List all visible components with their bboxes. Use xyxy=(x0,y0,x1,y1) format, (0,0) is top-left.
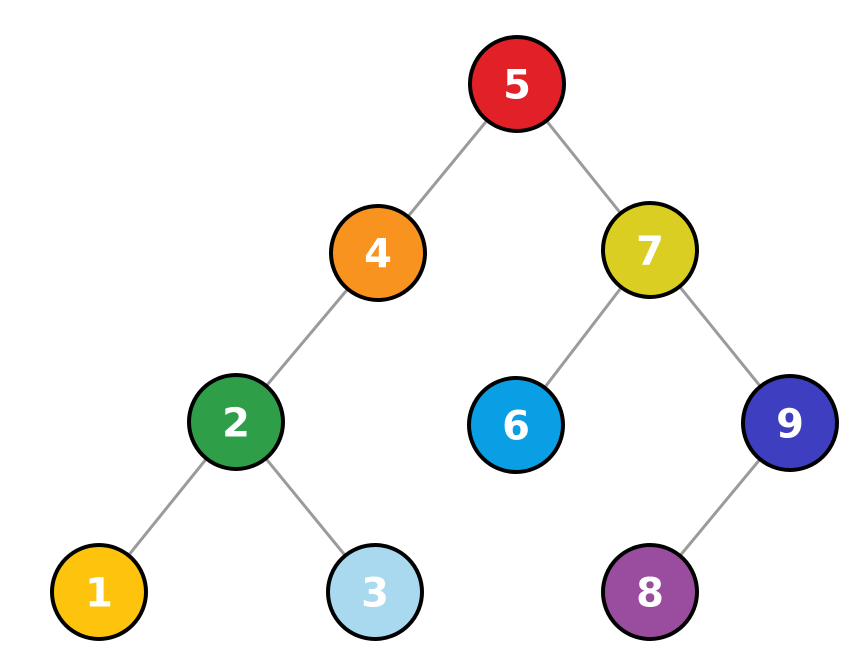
node-label-1: 1 xyxy=(85,570,113,616)
node-label-6: 6 xyxy=(502,403,530,449)
node-label-9: 9 xyxy=(776,401,804,447)
node-label-2: 2 xyxy=(222,400,250,446)
tree-node-1: 1 xyxy=(50,543,148,641)
tree-node-4: 4 xyxy=(329,204,427,302)
node-circle-8 xyxy=(601,543,699,641)
node-circle-1 xyxy=(50,543,148,641)
node-circle-4 xyxy=(329,204,427,302)
node-label-3: 3 xyxy=(361,570,389,616)
node-label-5: 5 xyxy=(503,62,531,108)
tree-node-3: 3 xyxy=(326,543,424,641)
node-circle-9 xyxy=(741,374,839,472)
node-label-8: 8 xyxy=(636,570,664,616)
node-circle-6 xyxy=(467,376,565,474)
tree-node-8: 8 xyxy=(601,543,699,641)
tree-node-7: 7 xyxy=(601,201,699,299)
node-label-4: 4 xyxy=(364,231,392,277)
node-label-7: 7 xyxy=(636,228,664,274)
tree-node-6: 6 xyxy=(467,376,565,474)
node-circle-7 xyxy=(601,201,699,299)
tree-node-5: 5 xyxy=(468,35,566,133)
node-circle-3 xyxy=(326,543,424,641)
node-circle-2 xyxy=(187,373,285,471)
tree-node-2: 2 xyxy=(187,373,285,471)
node-circle-5 xyxy=(468,35,566,133)
tree-node-9: 9 xyxy=(741,374,839,472)
